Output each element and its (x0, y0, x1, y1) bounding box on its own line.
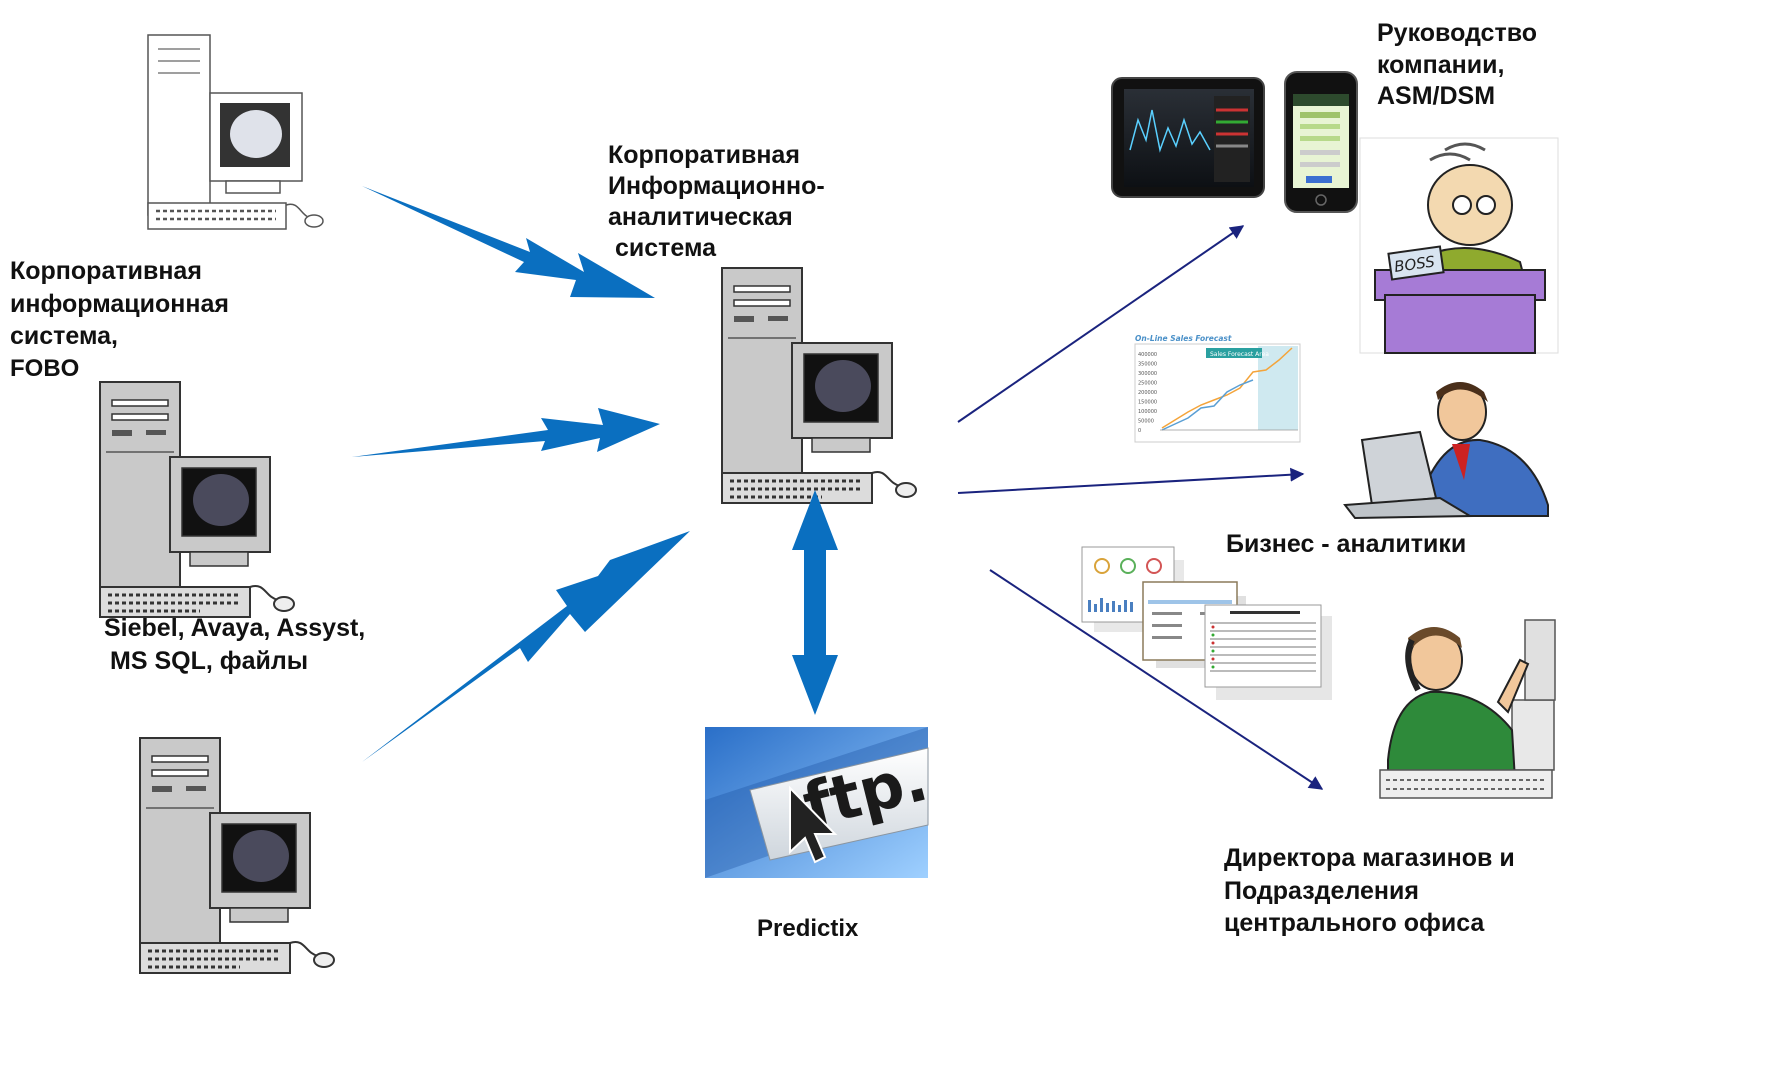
tablet-icon (1111, 77, 1265, 198)
directors-label: Директора магазинов и Подразделения цент… (1224, 844, 1515, 937)
source-list-label: Siebel, Avaya, Assyst, MS SQL, файлы (104, 614, 366, 675)
arrow-from-bottom-source (362, 531, 690, 762)
chart-ytick-label: 50000 (1138, 419, 1154, 425)
chart-ytick-label: 100000 (1138, 409, 1157, 415)
chart-ytick-label: 0 (1138, 428, 1141, 434)
central-system-label: Корпоративная Информационно- аналитическ… (608, 141, 825, 262)
central-computer-icon (720, 266, 918, 505)
reports-documents-thumbnail (1081, 546, 1332, 700)
chart-ytick-label: 400000 (1138, 352, 1157, 358)
chart-ytick-label: 150000 (1138, 400, 1157, 406)
chart-ytick-label: 200000 (1138, 390, 1157, 396)
boss-illustration: BOSS (1359, 137, 1559, 354)
arrow-to-management (957, 225, 1245, 423)
sales-forecast-chart-thumbnail: On-Line Sales Forecast Sales Forecast Ar… (1134, 334, 1301, 443)
ftp-image: ftp. (705, 727, 934, 878)
svg-text:On-Line Sales Forecast: On-Line Sales Forecast (1135, 334, 1232, 343)
source-system-label: Корпоративная информационная система, FO… (10, 257, 229, 382)
phone-icon (1284, 71, 1358, 213)
chart-ytick-label: 350000 (1138, 362, 1157, 368)
ftp-predictix-label: Predictix (757, 915, 859, 942)
arrow-from-middle-source (352, 408, 660, 457)
bottom-left-computer-icon (138, 736, 336, 975)
management-label: Руководство компании, ASM/DSM (1377, 19, 1538, 110)
arrow-to-directors (989, 569, 1324, 790)
arrow-from-top-source (362, 186, 655, 298)
middle-left-computer-icon (98, 380, 296, 619)
chart-ytick-label: 300000 (1138, 371, 1157, 377)
analysts-label: Бизнес - аналитики (1226, 530, 1467, 558)
top-left-computer-icon (146, 33, 325, 231)
director-on-phone-illustration (1379, 619, 1556, 799)
arrow-to-analysts (957, 467, 1305, 494)
chart-ytick-label: 250000 (1138, 381, 1157, 387)
bidirectional-arrow-ftp (792, 490, 838, 715)
svg-text:Sales Forecast Area: Sales Forecast Area (1210, 351, 1269, 358)
svg-text:BOSS: BOSS (1393, 252, 1436, 276)
analyst-illustration (1343, 382, 1549, 520)
